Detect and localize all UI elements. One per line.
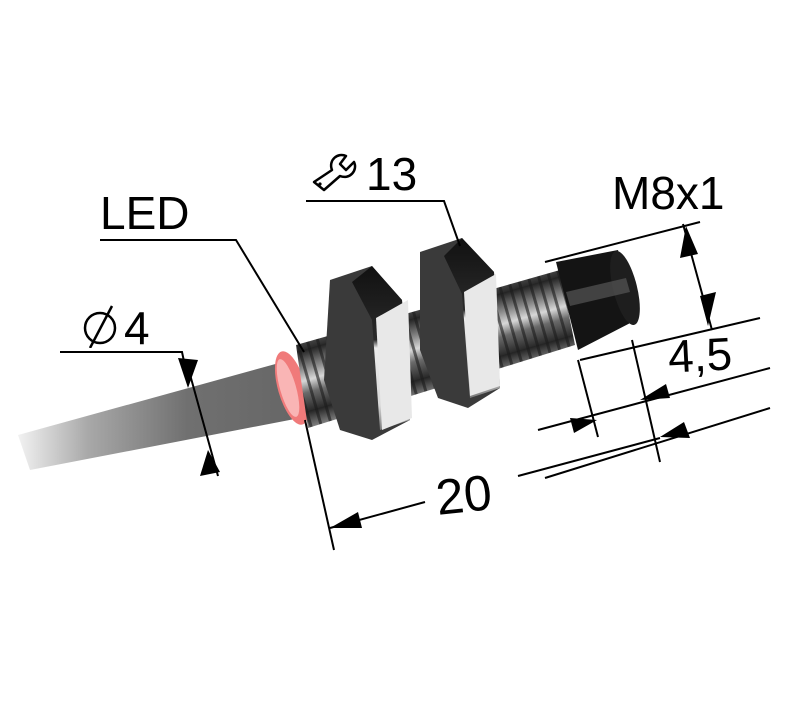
nut-2: [420, 238, 500, 408]
wrench-size-label: 13: [310, 150, 417, 201]
sensing-face-length-label: 4,5: [666, 327, 734, 383]
body-length-label: 20: [433, 464, 495, 526]
wrench-icon: [310, 150, 362, 201]
thread-size-label: M8x1: [612, 167, 725, 219]
wrench-size-value: 13: [366, 148, 418, 200]
diameter-symbol-icon: [82, 304, 118, 355]
cable: [18, 360, 300, 470]
cable-diameter-value: 4: [124, 302, 150, 354]
dimension-arrowheads: [178, 226, 716, 528]
led-label: LED: [100, 187, 190, 239]
dimension-lines: [60, 200, 771, 551]
nut-1: [324, 266, 412, 440]
sensing-cap: [556, 250, 640, 350]
cable-diameter-label: 4: [82, 304, 150, 355]
led-ring: [274, 351, 310, 425]
